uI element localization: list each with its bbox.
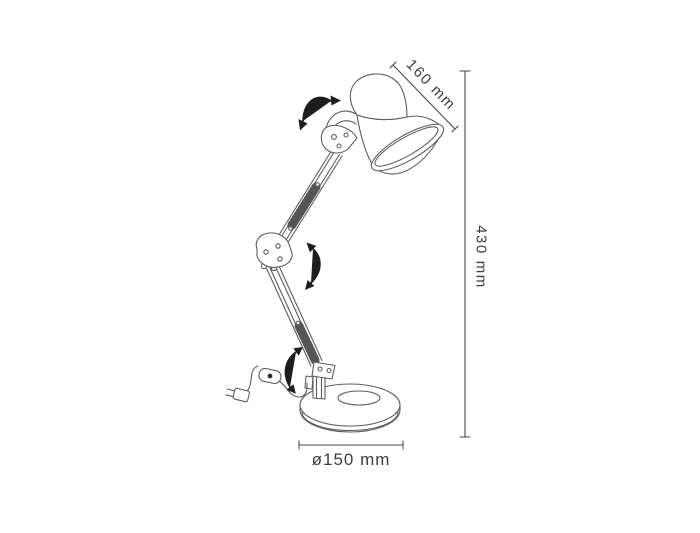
cord-segment [246, 365, 259, 392]
elbow-hole [275, 243, 281, 249]
height-dimension-line [459, 70, 471, 438]
arrowhead [298, 119, 308, 131]
upper-arm-spring [287, 182, 321, 230]
post-body [312, 375, 326, 400]
lower-arm-spring [294, 321, 320, 365]
head-bracket-hole [336, 143, 342, 149]
spring-pin [315, 182, 320, 187]
elbow-hole [263, 249, 269, 255]
arrowhead [293, 347, 303, 356]
arrowhead [330, 95, 341, 106]
upper-arm [271, 149, 343, 253]
rotation-arrows [284, 95, 341, 394]
inline-switch [258, 367, 282, 385]
dimension-line [392, 64, 456, 130]
plug-prong [226, 388, 236, 392]
arrowhead [286, 384, 296, 394]
upper-arm-strut-line [271, 149, 333, 247]
base-dimension-line [298, 440, 404, 450]
base-rotation-arrow-icon [284, 347, 303, 394]
elbow-plate [255, 232, 293, 268]
bracket-hole [317, 366, 323, 372]
arrow-arc [302, 96, 332, 122]
base-diameter-label: ø150 mm [311, 450, 391, 469]
spring-pin [288, 226, 293, 231]
arrowhead [306, 242, 317, 253]
arrow-arc [310, 248, 321, 284]
base-post [304, 361, 336, 400]
head-bracket-hole [343, 132, 349, 138]
cord-segment [278, 380, 308, 398]
dimension-tick [451, 125, 459, 133]
height-dimension-label: 430 mm [472, 225, 490, 289]
lower-arm [264, 258, 323, 367]
shade-dimension-line [389, 61, 459, 133]
rotation-arrow-group [284, 95, 341, 394]
bracket-hole [326, 367, 332, 374]
upper-arm-strut-line [281, 155, 343, 253]
elbow-hole [277, 256, 283, 262]
head-mount [320, 110, 360, 154]
shade-rim [370, 123, 445, 172]
head-bracket-plate [320, 124, 358, 154]
lower-arm-strut-line [275, 258, 323, 362]
spring-pin [295, 320, 301, 326]
elbow-joint [255, 232, 293, 272]
head-rotation-arrow-icon [298, 95, 341, 131]
head-bracket-hole [331, 134, 337, 140]
lamp-head [349, 73, 445, 175]
arrow-arc [284, 351, 297, 388]
plug-body [232, 387, 250, 403]
base-inner-ring [337, 390, 381, 406]
shade-dome [349, 73, 408, 121]
switch-button [267, 373, 273, 379]
base-rim-line [301, 411, 399, 432]
power-plug [225, 387, 250, 403]
cord-clamp [304, 375, 314, 390]
dimension-tick [389, 61, 397, 69]
post-bracket-plate [311, 361, 336, 380]
lower-arm-strut-line [264, 264, 312, 367]
elbow-rotation-arrow-icon [305, 242, 321, 290]
lamp-line-art [225, 73, 445, 433]
dimension-lines [298, 61, 471, 450]
power-cord [225, 365, 308, 403]
base-side-wall [299, 404, 401, 433]
arrowhead [305, 280, 315, 290]
plug-prong [225, 394, 234, 398]
shade-rim-inner [374, 126, 439, 167]
